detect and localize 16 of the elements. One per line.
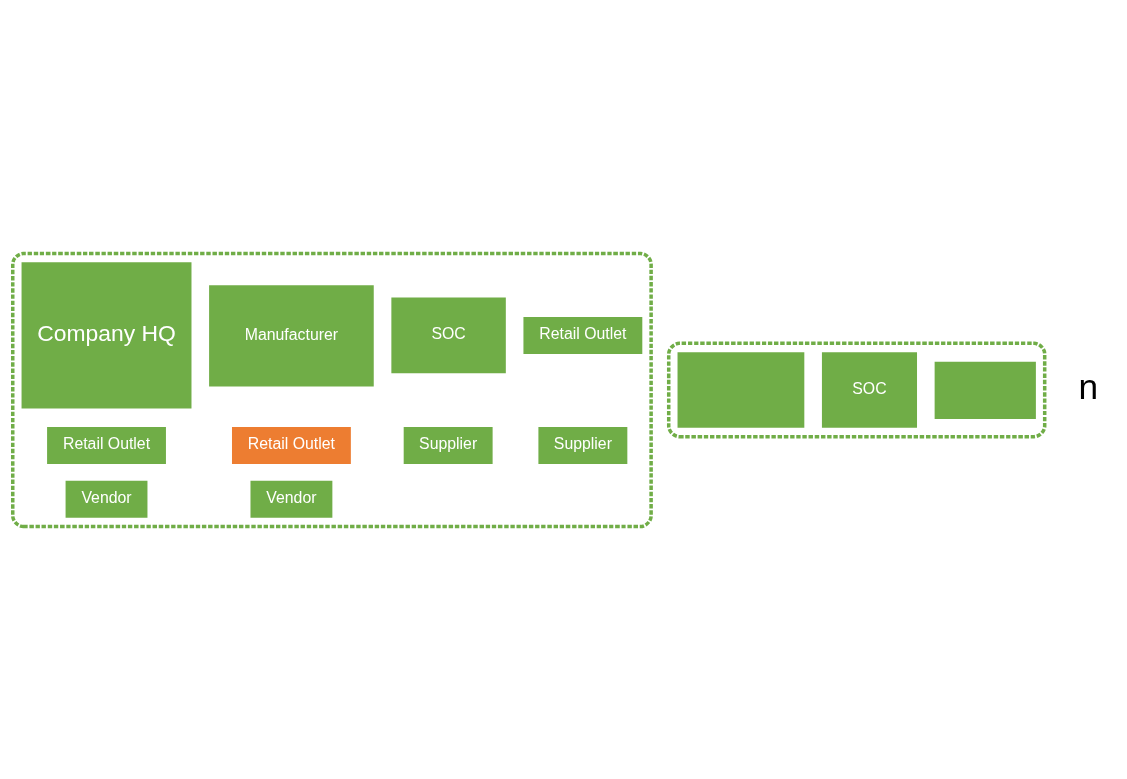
cluster bbox=[666, 341, 1047, 438]
node-box bbox=[934, 361, 1036, 419]
node-box: SOC bbox=[391, 297, 506, 373]
node-box: SOC bbox=[821, 351, 917, 428]
node-box bbox=[677, 351, 805, 428]
node-box: Manufacturer bbox=[209, 284, 374, 386]
node-box: Retail Outlet bbox=[523, 316, 643, 354]
node-box: Supplier bbox=[403, 426, 493, 464]
node-box: Company HQ bbox=[21, 261, 192, 408]
node-box: Retail Outlet bbox=[232, 426, 351, 464]
label: n bbox=[1078, 366, 1099, 406]
node-box: Retail Outlet bbox=[47, 426, 166, 464]
node-box: Vendor bbox=[250, 480, 333, 518]
cluster bbox=[11, 251, 653, 528]
node-box: Vendor bbox=[65, 480, 148, 518]
node-box: Supplier bbox=[538, 426, 628, 464]
